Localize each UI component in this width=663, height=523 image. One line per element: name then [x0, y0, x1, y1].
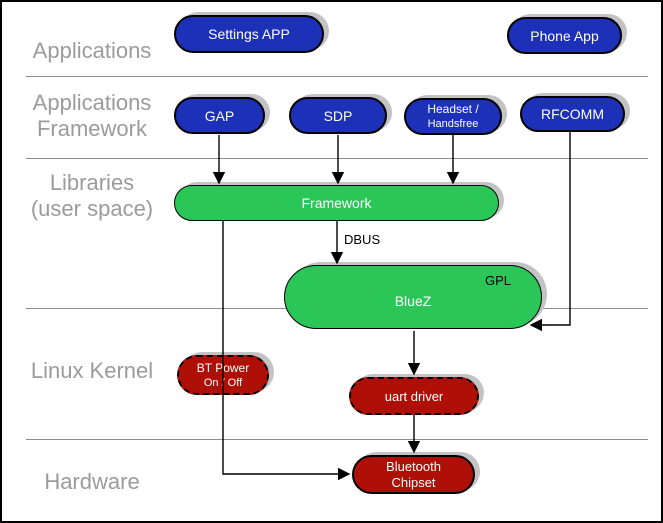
layer-label-libraries-line1: Libraries — [49, 170, 135, 195]
node-bt-power-label-line2: On / Off — [203, 376, 243, 389]
separator-applications-framework — [26, 158, 648, 159]
node-headset-handsfree: Headset / Handsfree — [404, 98, 502, 135]
layer-label-libraries-line2: (user space) — [30, 196, 154, 221]
node-bluetooth-chipset-label-line1: Bluetooth — [386, 458, 441, 474]
node-gap: GAP — [174, 97, 265, 134]
layer-label-applications: Applications — [8, 38, 176, 64]
node-settings-app-label: Settings APP — [208, 26, 290, 42]
layer-label-applications-framework: Applications Framework — [8, 90, 176, 142]
node-bt-power-label-line1: BT Power — [196, 360, 250, 375]
node-sdp: SDP — [289, 97, 387, 134]
node-bt-power: BT Power On / Off — [177, 355, 269, 395]
node-uart-driver-label: uart driver — [384, 388, 444, 404]
layer-label-appfw-line1: Applications — [32, 90, 152, 115]
license-badge-gpl: GPL — [484, 273, 511, 288]
node-bluez: GPL BlueZ — [284, 265, 542, 329]
node-phone-app-label: Phone App — [530, 27, 599, 44]
node-headset-label-line1: Headset / — [427, 102, 479, 116]
node-rfcomm: RFCOMM — [520, 96, 625, 132]
node-rfcomm-label: RFCOMM — [541, 106, 604, 122]
layer-label-libraries: Libraries (user space) — [8, 170, 176, 222]
node-headset-label-line2: Handsfree — [427, 118, 479, 130]
node-phone-app: Phone App — [507, 17, 622, 54]
node-gap-label: GAP — [204, 107, 235, 124]
layer-label-hardware-text: Hardware — [44, 469, 140, 494]
node-framework: Framework — [174, 185, 499, 221]
node-sdp-label: SDP — [323, 107, 353, 124]
node-bluetooth-chipset-label-line2: Chipset — [391, 474, 436, 490]
layer-label-linux-kernel: Linux Kernel — [8, 358, 176, 384]
node-framework-label: Framework — [301, 195, 372, 211]
layer-label-applications-text: Applications — [32, 38, 152, 63]
layer-label-linux-kernel-text: Linux Kernel — [30, 358, 154, 383]
layer-label-appfw-line2: Framework — [36, 116, 147, 141]
separator-linux-kernel — [26, 439, 648, 440]
connector-framework-btpower-chipset — [222, 221, 351, 481]
layer-label-hardware: Hardware — [8, 469, 176, 495]
node-bluetooth-chipset: Bluetooth Chipset — [352, 455, 475, 494]
edge-label-dbus: DBUS — [344, 232, 380, 247]
edge-label-dbus-text: DBUS — [344, 232, 381, 247]
node-settings-app: Settings APP — [174, 15, 324, 53]
separator-applications — [26, 76, 648, 77]
node-uart-driver: uart driver — [349, 377, 479, 415]
node-bluez-label: BlueZ — [394, 293, 432, 309]
